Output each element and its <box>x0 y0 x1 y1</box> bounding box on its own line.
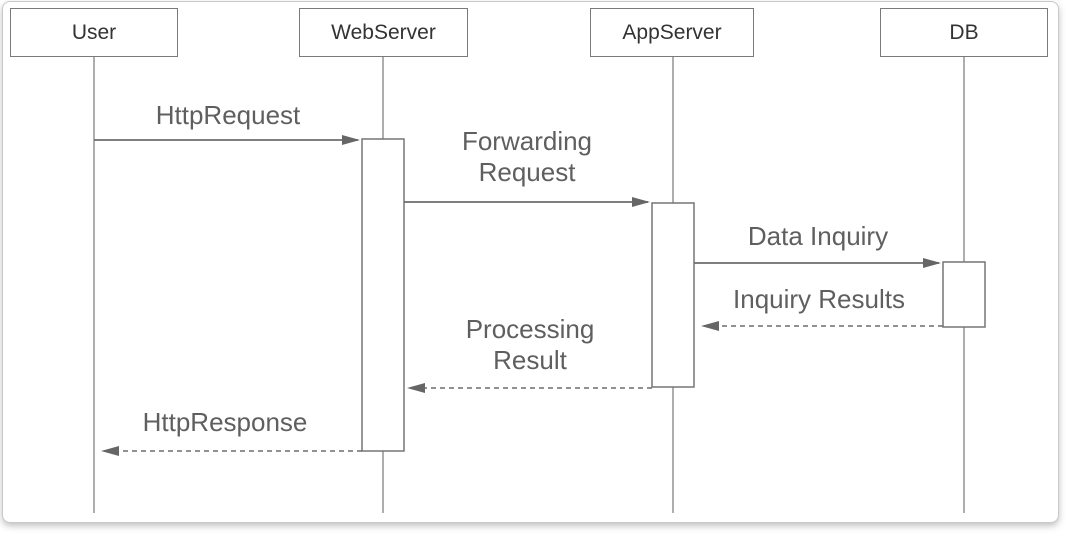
message-label-httprequest: HttpRequest <box>155 100 301 130</box>
message-label-processing-result: Processing Result <box>465 314 595 375</box>
participant-label-user: User <box>71 20 117 44</box>
participant-label-db: DB <box>949 20 979 44</box>
message-label-httpresponse: HttpResponse <box>142 407 308 437</box>
diagram-card <box>2 1 1059 523</box>
message-label-data-inquiry: Data Inquiry <box>747 221 889 251</box>
participant-box-user: User <box>10 8 178 57</box>
message-label-inquiry-results: Inquiry Results <box>733 284 905 314</box>
participant-box-db: DB <box>880 8 1048 57</box>
message-label-forwarding-request: Forwarding Request <box>461 126 593 187</box>
participant-box-webserver: WebServer <box>299 8 468 57</box>
participant-box-appserver: AppServer <box>590 8 754 57</box>
participant-label-appserver: AppServer <box>622 20 722 44</box>
participant-label-webserver: WebServer <box>331 20 436 44</box>
